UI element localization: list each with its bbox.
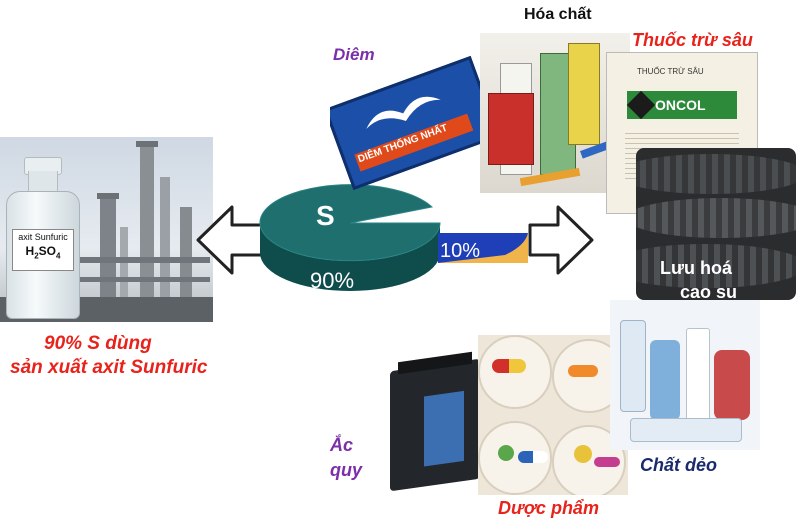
pie-slice-10 — [438, 233, 528, 263]
bottle-label-line1: axit Sunfuric — [18, 232, 68, 242]
sulfuric-acid-caption-line2: sản xuất axit Sunfuric — [10, 357, 208, 378]
bottle-label: axit Sunfuric H2SO4 — [12, 229, 74, 271]
chemicals-photo — [480, 33, 630, 193]
tires-photo — [636, 148, 796, 300]
matches-box-photo: DIÊM THỐNG NHẤT — [330, 40, 480, 190]
label-matches: Diêm — [333, 45, 375, 64]
label-rubber-line1: Lưu hoá — [660, 258, 733, 278]
pie-label-90: 90% — [310, 268, 355, 293]
label-chemicals: Hóa chất — [524, 6, 592, 23]
right-arrow — [528, 205, 594, 275]
refinery-illustration — [0, 141, 213, 322]
sulfuric-acid-caption-line1: 90% S dùng — [44, 333, 152, 354]
pesticide-brand: ONCOL — [655, 97, 706, 113]
left-arrow — [196, 205, 267, 275]
label-pesticide: Thuốc trừ sâu — [632, 30, 753, 50]
bottle-formula: H2SO4 — [25, 244, 61, 261]
label-medicine: Dược phẩm — [498, 498, 599, 518]
label-battery-line1: Ắc — [330, 435, 354, 455]
diagram-canvas — [196, 184, 594, 291]
plastics-photo — [610, 300, 760, 450]
refinery-photo: axit Sunfuric H2SO4 — [0, 137, 213, 322]
pie-element-label: S — [316, 200, 335, 231]
pesticide-box-title: THUỐC TRỪ SÂU — [637, 67, 704, 76]
pie-label-10: 10% — [440, 240, 481, 262]
acid-bottle: axit Sunfuric H2SO4 — [6, 157, 80, 319]
bird-icon — [366, 96, 441, 129]
label-rubber-line2: cao su — [680, 282, 738, 302]
label-plastics: Chất dẻo — [640, 455, 718, 475]
label-battery-line2: quy — [330, 460, 363, 480]
pie-chart-90 — [259, 184, 441, 291]
medicine-photo — [478, 335, 628, 495]
